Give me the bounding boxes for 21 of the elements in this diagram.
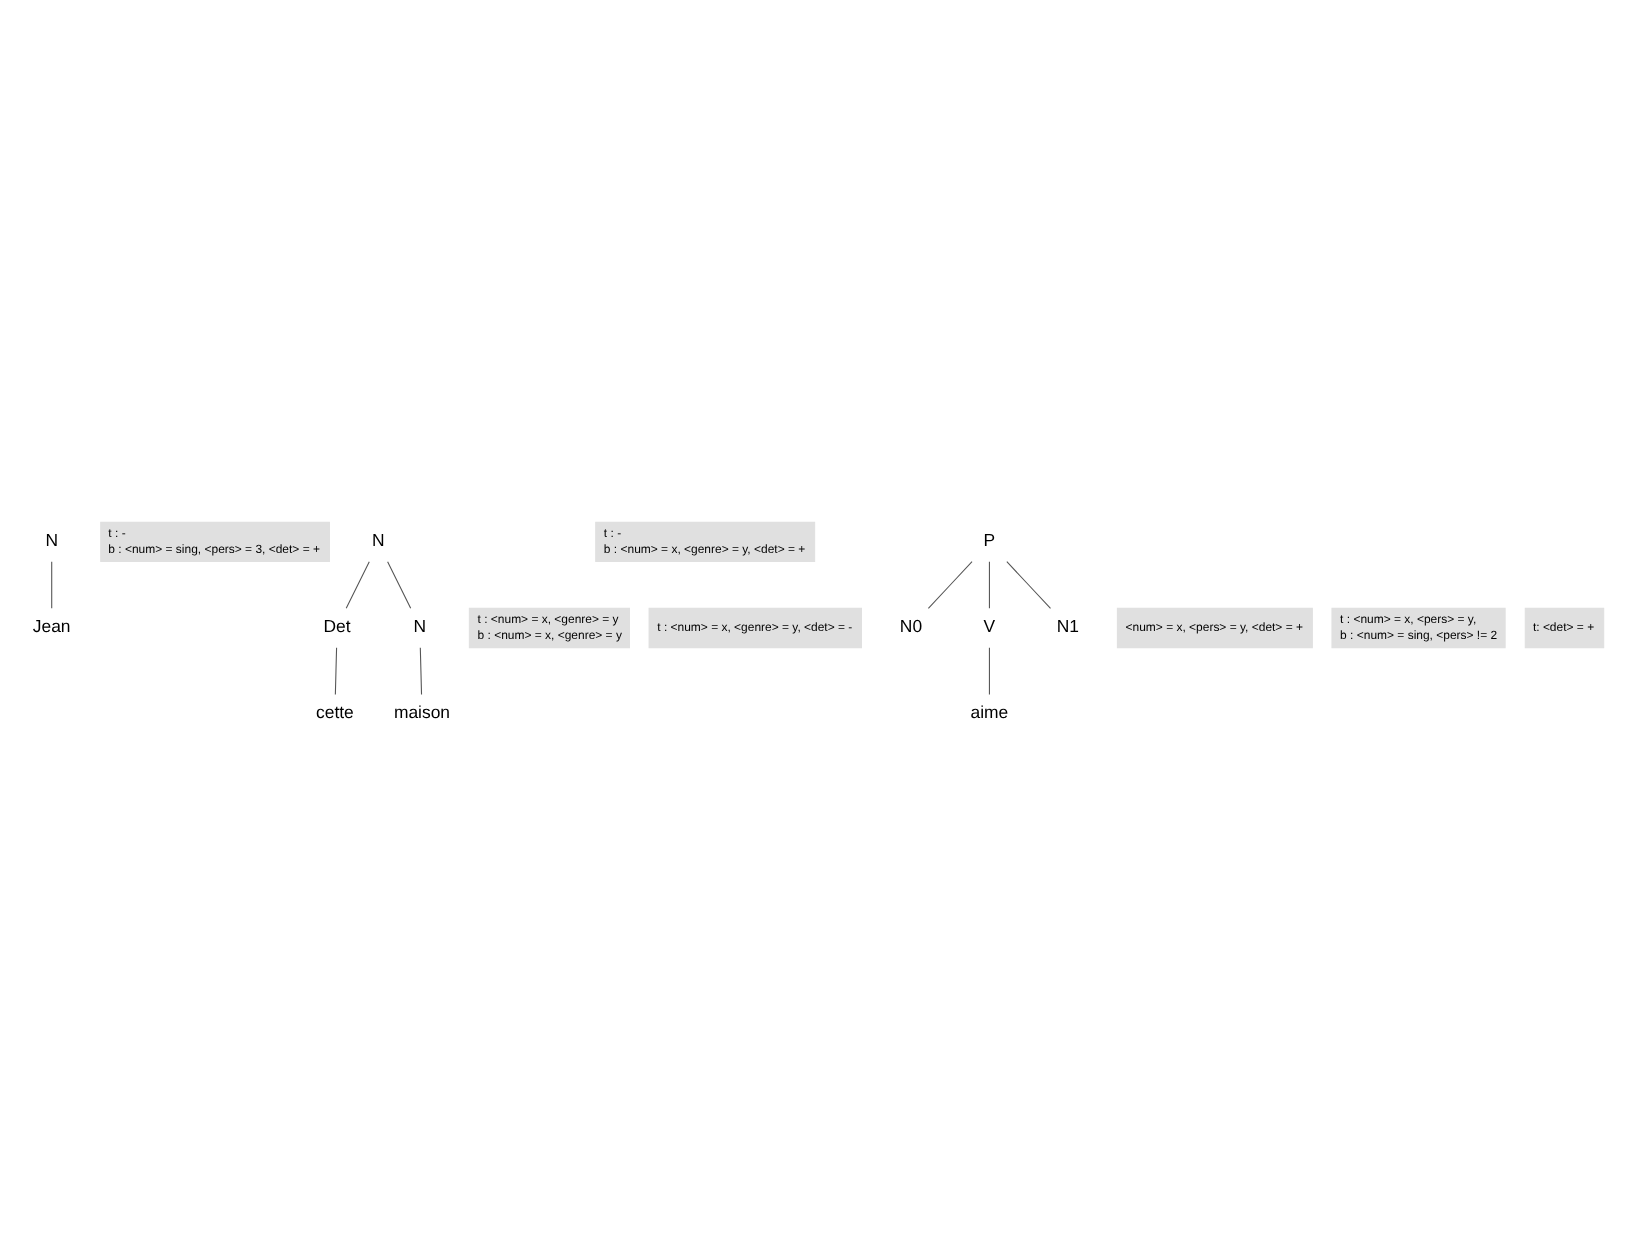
node-text: N1: [1056, 615, 1079, 636]
node-text: P: [983, 529, 996, 550]
connector: [988, 646, 990, 694]
connector: [1006, 560, 1052, 608]
connector: [419, 646, 423, 694]
node-text: cette: [316, 701, 354, 722]
node-text: N: [372, 529, 385, 550]
connector: [387, 560, 412, 608]
node-text: maison: [393, 701, 451, 722]
connector: [51, 560, 53, 608]
node-text: N: [413, 615, 427, 636]
node-text: N0: [899, 615, 923, 636]
node-text: V: [983, 615, 996, 636]
connector: [988, 560, 990, 608]
connector: [345, 560, 370, 608]
node-text: Jean: [32, 615, 71, 636]
node-text: Det: [323, 615, 351, 636]
connector: [334, 646, 338, 694]
node-text: N: [45, 529, 59, 550]
node-text: aime: [970, 701, 1009, 722]
connector: [927, 560, 973, 608]
